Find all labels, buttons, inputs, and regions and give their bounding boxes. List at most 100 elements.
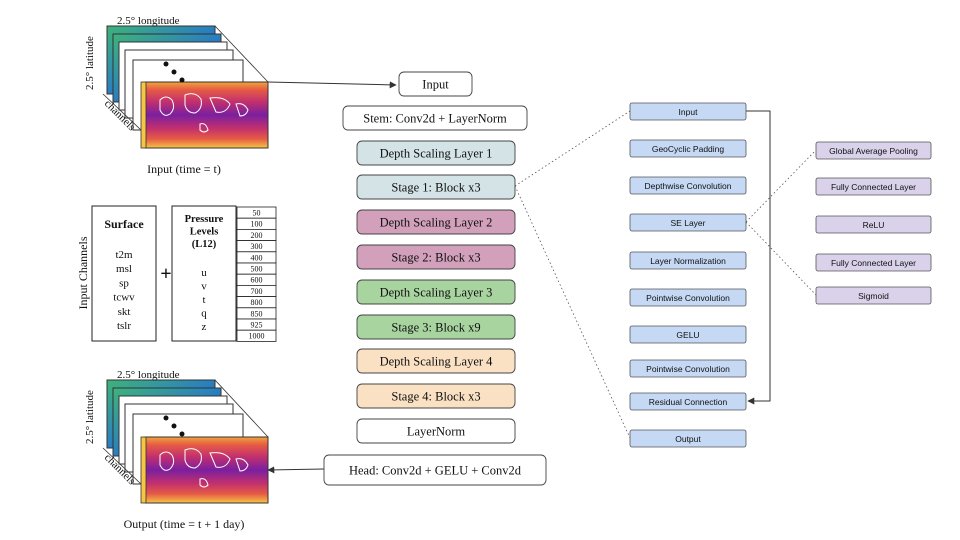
se-node-box xyxy=(815,141,932,160)
channels-axis xyxy=(102,447,142,485)
pressure-title-line: Levels xyxy=(190,227,219,238)
pipeline-node-box xyxy=(323,454,547,486)
pressure-level: 400 xyxy=(251,253,263,262)
block-node-pointwise-convolution: Pointwise Convolution xyxy=(629,288,747,307)
surface-variable: t2m xyxy=(115,249,133,261)
block-node-residual-connection: Residual Connection xyxy=(629,392,747,411)
pipeline-node-depth-scaling-layer-1: Depth Scaling Layer 1 xyxy=(356,140,516,166)
pipeline-node-label: Depth Scaling Layer 2 xyxy=(380,216,493,230)
surface-box xyxy=(91,205,157,342)
pressure-level: 500 xyxy=(251,265,263,274)
pipeline-node-stage-4-block-x3: Stage 4: Block x3 xyxy=(356,383,516,409)
block-node-label: Pointwise Convolution xyxy=(646,293,730,303)
map-layer-side xyxy=(140,81,147,149)
pipeline-node-label: Depth Scaling Layer 1 xyxy=(380,147,493,161)
se-node-box xyxy=(815,177,932,196)
map-layer-side xyxy=(140,436,147,504)
stack-edge xyxy=(214,379,269,438)
input-caption: Input (time = t) xyxy=(147,162,221,176)
pressure-title-line: Pressure xyxy=(185,214,224,225)
latitude-label: 2.5° latitude xyxy=(84,36,96,90)
output-caption: Output (time = t + 1 day) xyxy=(124,517,245,531)
pressure-level: 600 xyxy=(251,276,263,285)
pipeline-node-stage-2-block-x3: Stage 2: Block x3 xyxy=(356,244,516,270)
block-node-box xyxy=(629,213,747,232)
pipeline-node-box xyxy=(356,174,516,200)
pressure-level: 850 xyxy=(251,309,263,318)
pipeline-node-box xyxy=(356,383,516,409)
pipeline-node-stem-conv2d-layernorm: Stem: Conv2d + LayerNorm xyxy=(342,105,528,131)
block-node-box xyxy=(629,288,747,307)
plus-sign: + xyxy=(160,263,171,285)
longitude-label: 2.5° longitude xyxy=(117,369,180,381)
pipeline-node-label: Stage 2: Block x3 xyxy=(391,251,480,265)
continent-outline xyxy=(159,448,249,488)
pipeline-node-box xyxy=(342,105,528,131)
pressure-level: 1000 xyxy=(249,332,265,341)
pipeline-node-box xyxy=(356,418,516,444)
se-node-label: Sigmoid xyxy=(858,291,889,301)
pressure-level: 700 xyxy=(251,287,263,296)
pipeline-node-box xyxy=(356,279,516,305)
ellipsis-dot xyxy=(171,69,177,75)
se-to-sigmoid-connector xyxy=(745,221,817,296)
pressure-variable: t xyxy=(202,294,205,306)
ellipsis-dot xyxy=(163,61,169,67)
block-node-label: Output xyxy=(675,434,701,444)
pressure-level: 200 xyxy=(251,231,263,240)
pipeline-node-label: Depth Scaling Layer 3 xyxy=(380,286,493,300)
block-node-box xyxy=(629,325,747,344)
se-node-fully-connected-layer: Fully Connected Layer xyxy=(815,177,932,196)
block-node-se-layer: SE Layer xyxy=(629,213,747,232)
pipeline-node-box xyxy=(356,314,516,340)
se-node-sigmoid: Sigmoid xyxy=(815,286,932,305)
block-node-label: GELU xyxy=(676,330,699,340)
se-node-box xyxy=(815,253,932,272)
block-node-box xyxy=(629,359,747,378)
pipeline-node-label: Stage 3: Block x9 xyxy=(391,321,480,335)
se-node-box xyxy=(815,215,932,234)
continent-outline xyxy=(159,93,249,133)
block-node-pointwise-convolution: Pointwise Convolution xyxy=(629,359,747,378)
pressure-level: 925 xyxy=(251,321,263,330)
pipeline-node-label: Stage 1: Block x3 xyxy=(391,181,480,195)
se-to-pool-connector xyxy=(745,149,817,223)
pipeline-node-label: Stem: Conv2d + LayerNorm xyxy=(363,112,507,126)
pressure-level: 800 xyxy=(251,298,263,307)
surface-variable: skt xyxy=(118,306,131,318)
surface-title: Surface xyxy=(104,217,144,231)
stage1-to-block-top xyxy=(514,110,631,187)
block-node-box xyxy=(629,102,747,121)
pipeline-node-box xyxy=(356,348,516,374)
block-node-label: Residual Connection xyxy=(649,397,728,407)
block-node-label: GeoCyclic Padding xyxy=(652,144,725,154)
block-node-input: Input xyxy=(629,102,747,121)
pipeline-node-box xyxy=(356,140,516,166)
pipeline-node-depth-scaling-layer-2: Depth Scaling Layer 2 xyxy=(356,209,516,235)
se-node-fully-connected-layer: Fully Connected Layer xyxy=(815,253,932,272)
block-node-gelu: GELU xyxy=(629,325,747,344)
channels-axis xyxy=(102,93,142,131)
block-node-label: Layer Normalization xyxy=(650,256,726,266)
pressure-title-line: (L12) xyxy=(192,239,217,250)
se-node-box xyxy=(815,286,932,305)
stage1-to-block-bottom xyxy=(514,185,631,439)
level-cell xyxy=(236,329,277,342)
pressure-variable: q xyxy=(201,308,207,320)
pipeline-node-depth-scaling-layer-4: Depth Scaling Layer 4 xyxy=(356,348,516,374)
block-node-output: Output xyxy=(629,429,747,448)
block-node-box xyxy=(629,429,747,448)
pipeline-node-depth-scaling-layer-3: Depth Scaling Layer 3 xyxy=(356,279,516,305)
block-node-layer-normalization: Layer Normalization xyxy=(629,251,747,270)
stack-edge xyxy=(214,25,269,83)
block-node-geocyclic-padding: GeoCyclic Padding xyxy=(629,139,747,158)
se-node-label: Global Average Pooling xyxy=(829,146,918,156)
input-map-to-input-arrow xyxy=(267,81,397,89)
block-node-label: Input xyxy=(679,107,699,117)
pressure-variable: v xyxy=(201,281,207,293)
